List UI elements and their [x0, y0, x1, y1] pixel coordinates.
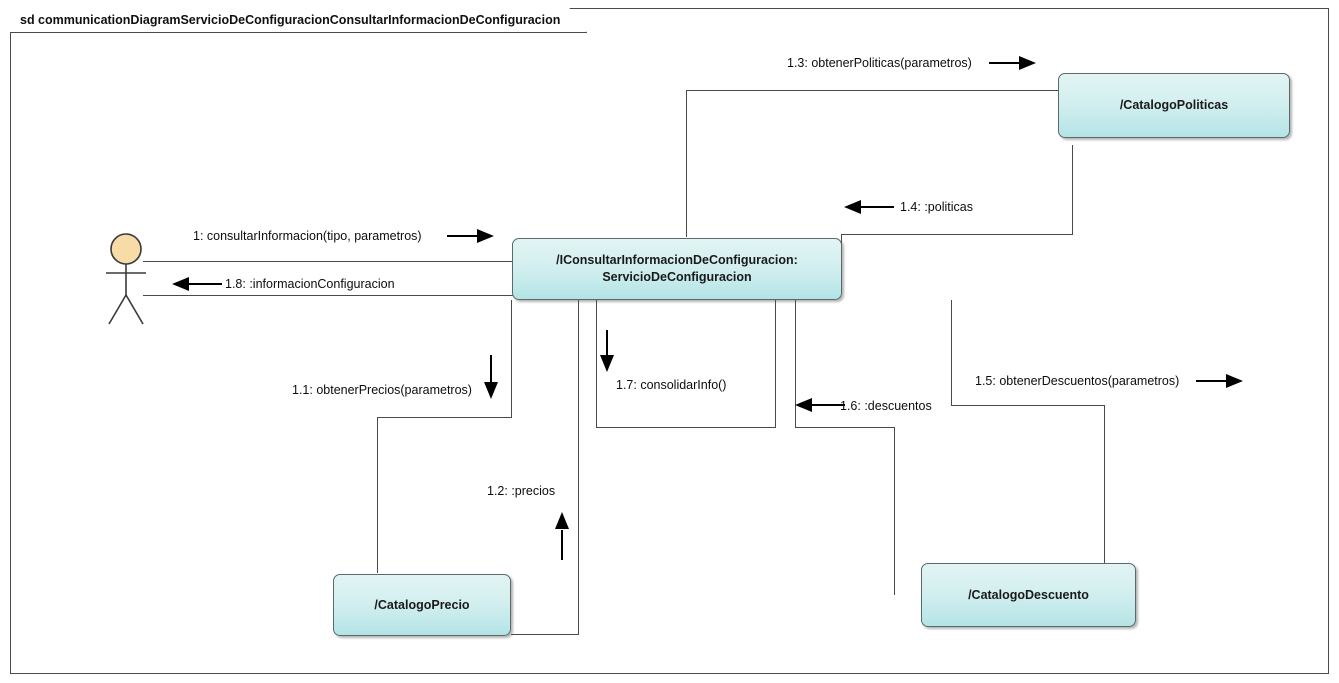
frame-title-tab: sd communicationDiagramServicioDeConfigu… [10, 8, 587, 33]
message-label-1-5: 1.5: obtenerDescuentos(parametros) [975, 374, 1180, 388]
arrow-shaft-msg-1 [447, 235, 480, 237]
message-label-1-2: 1.2: :precios [487, 484, 556, 498]
arrowhead-msg-11 [484, 382, 498, 399]
arrow-shaft-msg-18 [189, 283, 222, 285]
link-17-bottom-horizontal [596, 427, 776, 428]
arrowhead-msg-14 [844, 200, 861, 214]
link-16-vertical-to-central [795, 300, 796, 428]
link-12-horizontal [511, 634, 579, 635]
node-central-servicio-de-configuracion[interactable]: /IConsultarInformacionDeConfiguracion: S… [512, 238, 842, 300]
node-catalogo-precio-label: /CatalogoPrecio [374, 597, 470, 612]
arrowhead-msg-18 [172, 277, 189, 291]
arrowhead-msg-15 [1226, 374, 1243, 388]
arrow-shaft-msg-17 [606, 330, 608, 358]
node-catalogo-descuento[interactable]: /CatalogoDescuento [921, 563, 1136, 627]
link-central-actor-bottom [143, 295, 513, 296]
link-15-horizontal [951, 405, 1105, 406]
link-13-horizontal [686, 90, 1059, 91]
link-17-right-vertical [775, 300, 776, 428]
link-15-vertical-from-node [951, 300, 952, 405]
link-15-vertical-to-descuento [1104, 405, 1105, 563]
arrowhead-msg-12 [555, 512, 569, 529]
link-16-vertical-from-descuento [894, 427, 895, 595]
node-catalogo-descuento-label: /CatalogoDescuento [968, 587, 1089, 602]
message-label-1: 1: consultarInformacion(tipo, parametros… [193, 229, 422, 243]
arrow-shaft-msg-13 [989, 62, 1022, 64]
diagram-frame [10, 8, 1329, 674]
arrowhead-msg-13 [1019, 56, 1036, 70]
link-17-left-vertical [596, 300, 597, 427]
link-14-horizontal [841, 234, 1073, 235]
link-11-horizontal [377, 417, 512, 418]
arrow-shaft-msg-16 [812, 404, 845, 406]
node-central-label-line1: /IConsultarInformacionDeConfiguracion: [556, 253, 798, 268]
message-label-1-7: 1.7: consolidarInfo() [616, 378, 727, 392]
link-11-vertical-from-node [511, 300, 512, 417]
node-catalogo-politicas[interactable]: /CatalogoPoliticas [1058, 73, 1290, 138]
link-16-horizontal [795, 427, 895, 428]
message-label-1-1: 1.1: obtenerPrecios(parametros) [292, 383, 472, 397]
node-central-label-line2: ServicioDeConfiguracion [602, 270, 752, 284]
arrow-shaft-msg-11 [490, 355, 492, 385]
arrowhead-msg-17 [600, 355, 614, 372]
message-label-1-6: 1.6: :descuentos [840, 399, 932, 413]
message-label-1-3: 1.3: obtenerPoliticas(parametros) [787, 56, 972, 70]
message-label-1-8: 1.8: :informacionConfiguracion [225, 277, 395, 291]
actor-icon [106, 233, 146, 325]
arrow-shaft-msg-14 [861, 206, 894, 208]
link-13-vertical [686, 90, 687, 237]
arrow-shaft-msg-12 [561, 530, 563, 560]
node-catalogo-politicas-label: /CatalogoPoliticas [1119, 98, 1229, 113]
link-11-vertical-to-precio [377, 417, 378, 573]
message-label-1-4: 1.4: :politicas [900, 200, 973, 214]
node-catalogo-precio[interactable]: /CatalogoPrecio [333, 574, 511, 636]
arrowhead-msg-16 [795, 398, 812, 412]
link-12-vertical [578, 300, 579, 635]
actor-figure [96, 232, 190, 332]
link-actor-central-top [143, 261, 513, 262]
arrowhead-msg-1 [477, 229, 494, 243]
arrow-shaft-msg-15 [1196, 380, 1229, 382]
link-14-vertical [1072, 145, 1073, 234]
